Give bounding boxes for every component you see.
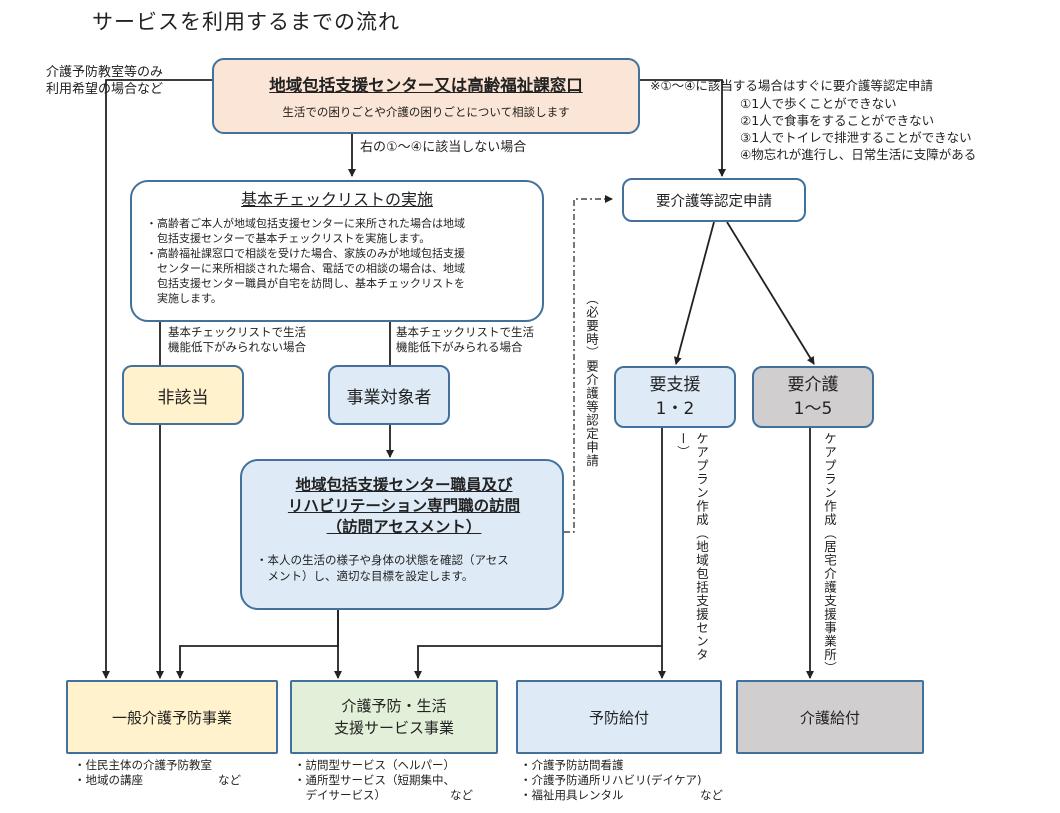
checklist-line: 包括支援センター職員が自宅を訪問し、基本チェックリストを [146, 277, 465, 290]
support-service-notes-etc: など [450, 788, 473, 802]
optional-cert-label: （必要時）要介護等認定申請 [584, 292, 599, 468]
arrow-cert-to-care [726, 221, 815, 365]
right-note: ※①～④に該当する場合はすぐに要介護等認定申請 ①1人で歩くことができない ②1… [650, 77, 976, 163]
right-note-item: ①1人で歩くことができない [740, 96, 897, 111]
general-notes: ・住民主体の介護予防教室 ・地域の講座 [74, 758, 212, 787]
visit-title: 地域包括支援センター職員及び リハビリテーション専門職の訪問 （訪問アセスメント… [287, 476, 521, 536]
right-note-item: ④物忘れが進行し、日常生活に支障がある [740, 147, 977, 162]
top-left-note: 介護予防教室等のみ 利用希望の場合など [46, 65, 164, 97]
right-note-header: ※①～④に該当する場合はすぐに要介護等認定申請 [650, 78, 933, 93]
checklist-title: 基本チェックリストの実施 [240, 190, 433, 209]
prevention-benefit-notes-etc: など [700, 788, 723, 802]
arrow-window-to-general [102, 79, 212, 679]
visit-box: 地域包括支援センター職員及び リハビリテーション専門職の訪問 （訪問アセスメント… [240, 459, 564, 610]
right-note-item: ②1人で食事をすることができない [740, 113, 935, 128]
branch-right-label: 基本チェックリストで生活 機能低下がみられる場合 [396, 325, 534, 354]
visit-desc: ・本人の生活の様子や身体の状態を確認（アセス メント）し、適切な目標を設定します… [256, 553, 509, 583]
arrow-visit-to-general [176, 610, 339, 679]
arrow-window-to-certification [640, 79, 726, 177]
arrow-support-to-support-service [414, 645, 662, 679]
window-box: 地域包括支援センター又は高齢福祉課窓口 生活での困りごとや介護の困りごとについて… [212, 58, 640, 134]
general-notes-etc: など [218, 773, 241, 787]
care-level-box: 要介護 1～5 [752, 366, 874, 428]
careplan-support-label: ケアプラン作成（地域包括支援センター） [675, 432, 709, 662]
not-applicable-label: 右の①～④に該当しない場合 [360, 140, 527, 155]
checklist-box: 基本チェックリストの実施 ・高齢者ご本人が地域包括支援センターに来所された場合は… [130, 180, 544, 322]
checklist-line: 包括支援センターで基本チェックリストを実施します。 [146, 232, 431, 245]
general-prevention-box: 一般介護予防事業 [66, 680, 278, 754]
support-service-box: 介護予防・生活 支援サービス事業 [290, 680, 498, 754]
support-service-notes: ・訪問型サービス（ヘルパー） ・通所型サービス（短期集中、 デイサービス） [294, 758, 455, 802]
not-eligible-box: 非該当 [122, 365, 244, 425]
checklist-line: 実施します。 [146, 292, 222, 305]
support-level-box: 要支援 1・2 [614, 366, 736, 428]
page-title: サービスを利用するまでの流れ [92, 10, 400, 34]
window-title: 地域包括支援センター又は高齢福祉課窓口 [269, 76, 583, 95]
branch-left-label: 基本チェックリストで生活 機能低下がみられない場合 [168, 325, 306, 354]
arrow-cert-to-support [673, 221, 715, 365]
checklist-line: センターに来所相談された場合、電話での相談の場合は、地域 [146, 262, 465, 275]
prevention-benefit-box: 予防給付 [516, 680, 722, 754]
target-person-box: 事業対象者 [328, 365, 450, 425]
careplan-care-label: ケアプラン作成（居宅介護支援事業所） [822, 432, 837, 675]
window-subtitle: 生活での困りごとや介護の困りごとについて相談します [282, 105, 570, 119]
care-benefit-box: 介護給付 [736, 680, 924, 754]
dashed-optional-cert [564, 195, 613, 533]
checklist-line: ・高齢福祉課窓口で相談を受けた場合、家族のみが地域包括支援 [146, 247, 465, 260]
right-note-item: ③1人でトイレで排泄することができない [740, 130, 972, 145]
certification-box: 要介護等認定申請 [622, 178, 806, 222]
checklist-line: ・高齢者ご本人が地域包括支援センターに来所された場合は地域 [146, 217, 465, 230]
prevention-benefit-notes: ・介護予防訪問看護 ・介護予防通所リハビリ(デイケア) ・福祉用具レンタル [520, 758, 702, 802]
